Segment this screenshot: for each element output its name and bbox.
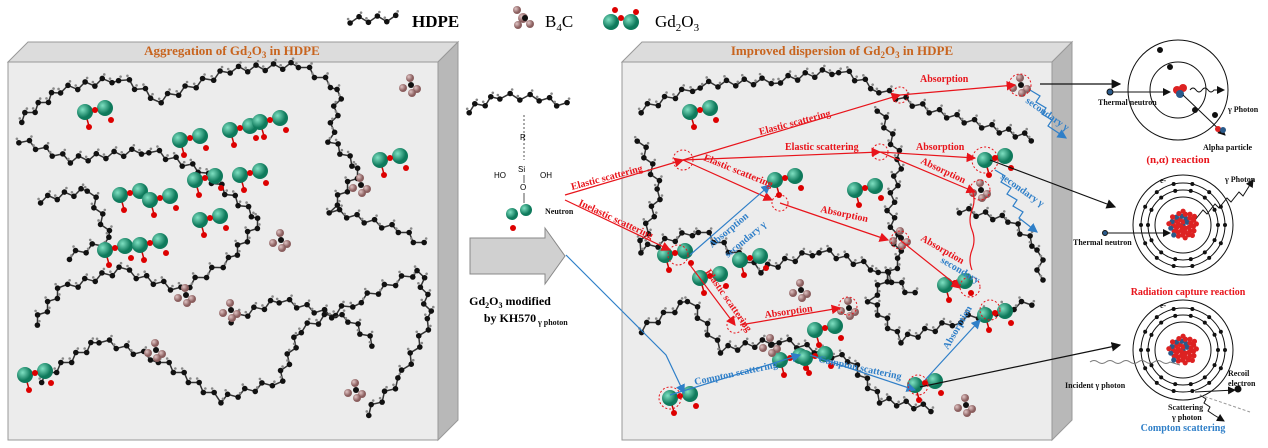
b4c-molecule — [174, 284, 196, 307]
silane-oh: OH — [540, 171, 552, 180]
capture-electron: e- — [1160, 176, 1167, 185]
interaction-site — [667, 244, 689, 266]
n-alpha-gamma: γ Photon — [1227, 105, 1259, 114]
modification-section: R Si HO OH O Neutron Gd2O3 modified by K… — [465, 88, 574, 327]
gd2o3-molecule — [372, 148, 409, 178]
process-arrow — [469, 226, 566, 286]
left-panel-title: Aggregation of Gd2O3 in HDPE — [144, 43, 320, 60]
interaction-site — [890, 230, 910, 250]
polymer-chain — [37, 183, 113, 263]
gd2o3-molecule — [132, 233, 169, 263]
b4c-molecule — [219, 299, 241, 322]
n-alpha-reaction — [1106, 39, 1229, 141]
right-panel-title: Improved dispersion of Gd2O3 in HDPE — [731, 43, 953, 60]
gd2o3-molecule — [682, 100, 719, 130]
gd2o3-molecule — [907, 373, 944, 403]
compton-incident: Incident γ photon — [1065, 381, 1126, 390]
gadolinium-oxide-molecule-icon — [603, 7, 639, 30]
gd2o3-molecule — [77, 100, 114, 130]
silane-o: O — [520, 183, 526, 192]
gd2o3-molecule — [692, 266, 729, 296]
silane-r: R — [520, 133, 526, 142]
b4c-molecule — [269, 229, 291, 252]
boron-carbide-molecule-icon — [513, 6, 534, 29]
polymer-chain — [956, 203, 1046, 283]
gd2o3-molecule — [252, 110, 289, 140]
radiation-capture-reaction — [1102, 174, 1254, 276]
compton-recoil-1: Recoil — [1228, 369, 1250, 378]
polymer-chain — [38, 265, 435, 419]
gd2o3-molecule — [732, 248, 769, 278]
modification-caption-line2: by KH570 — [484, 311, 536, 325]
polymer-chain — [638, 296, 935, 415]
legend-b4c: B4C — [545, 12, 573, 34]
gd2o3-molecule — [172, 128, 209, 158]
gd2o3-molecule — [662, 386, 699, 416]
interaction-site — [1008, 73, 1032, 97]
label-absorption: Absorption — [920, 74, 969, 85]
n-alpha-thermal-neutron: Thermal neutron — [1098, 98, 1157, 107]
polymer-chain — [346, 10, 400, 26]
left-composite-box: Aggregation of Gd2O3 in HDPE — [6, 40, 460, 442]
modification-caption-line1: Gd2O3 modified — [469, 294, 551, 310]
capture-title: Radiation capture reaction — [1131, 287, 1246, 298]
interaction-site — [658, 386, 682, 410]
interaction-site — [907, 374, 929, 396]
gd2o3-molecule — [187, 168, 224, 198]
gd2o3-molecule — [767, 168, 804, 198]
interaction-site — [891, 86, 909, 104]
gd2o3-molecule — [847, 178, 884, 208]
gamma-photon-label: γ photon — [537, 318, 568, 327]
gd2o3-molecule — [142, 188, 179, 218]
interaction-site — [969, 179, 991, 201]
gd2o3-molecule — [232, 163, 269, 193]
b4c-molecule — [349, 174, 371, 197]
compton-title: Compton scattering — [1141, 423, 1226, 434]
interaction-site — [838, 296, 858, 316]
interaction-site — [959, 276, 981, 298]
interaction-site — [971, 146, 999, 174]
gd2o3-molecule — [97, 238, 134, 268]
legend-hdpe: HDPE — [412, 12, 459, 31]
interaction-site — [726, 316, 744, 334]
silane-ho: HO — [494, 171, 506, 180]
polymer-chain — [465, 88, 571, 116]
gd2o3-molecule — [17, 363, 54, 393]
gd2o3-molecule — [657, 243, 694, 273]
b4c-molecule — [789, 279, 811, 302]
n-alpha-alpha: Alpha particle — [1203, 143, 1253, 152]
legend: HDPE B4C Gd2O3 — [346, 6, 700, 34]
gd2o3-molecule — [977, 303, 1014, 333]
capture-gamma: γ Photon — [1224, 175, 1256, 184]
compton-scatter-1: Scattering — [1168, 403, 1203, 412]
compton-scattering-reaction — [1089, 299, 1251, 422]
right-composite-box: Improved dispersion of Gd2O3 in HDPE — [564, 40, 1122, 442]
label-absorption: Absorption — [916, 142, 965, 153]
polymer-chain — [18, 57, 428, 246]
capture-thermal-neutron: Thermal neutron — [1073, 238, 1132, 247]
compton-recoil-2: electron — [1228, 379, 1256, 388]
interaction-site — [672, 149, 694, 171]
silane-chain-icon — [465, 88, 571, 116]
interaction-site — [771, 194, 789, 212]
interaction-site — [871, 143, 889, 161]
neutron-label: Neutron — [545, 207, 574, 216]
label-elastic-scattering: Elastic scattering — [785, 142, 859, 153]
gd2o3-molecule — [807, 318, 844, 348]
legend-gd2o3: Gd2O3 — [655, 12, 700, 34]
compton-electron: e- — [1160, 301, 1167, 310]
gd2o3-molecule — [192, 208, 229, 238]
b4c-molecule — [759, 334, 781, 357]
b4c-molecule — [344, 379, 366, 402]
silane-si: Si — [518, 165, 525, 174]
b4c-molecule — [954, 394, 976, 417]
b4c-molecule — [144, 339, 166, 362]
compton-scatter-2: γ photon — [1171, 413, 1202, 422]
polyethylene-chain-icon — [346, 10, 400, 26]
interaction-site — [979, 299, 1001, 321]
n-alpha-title: (n,α) reaction — [1146, 154, 1209, 166]
b4c-molecule — [399, 74, 421, 97]
